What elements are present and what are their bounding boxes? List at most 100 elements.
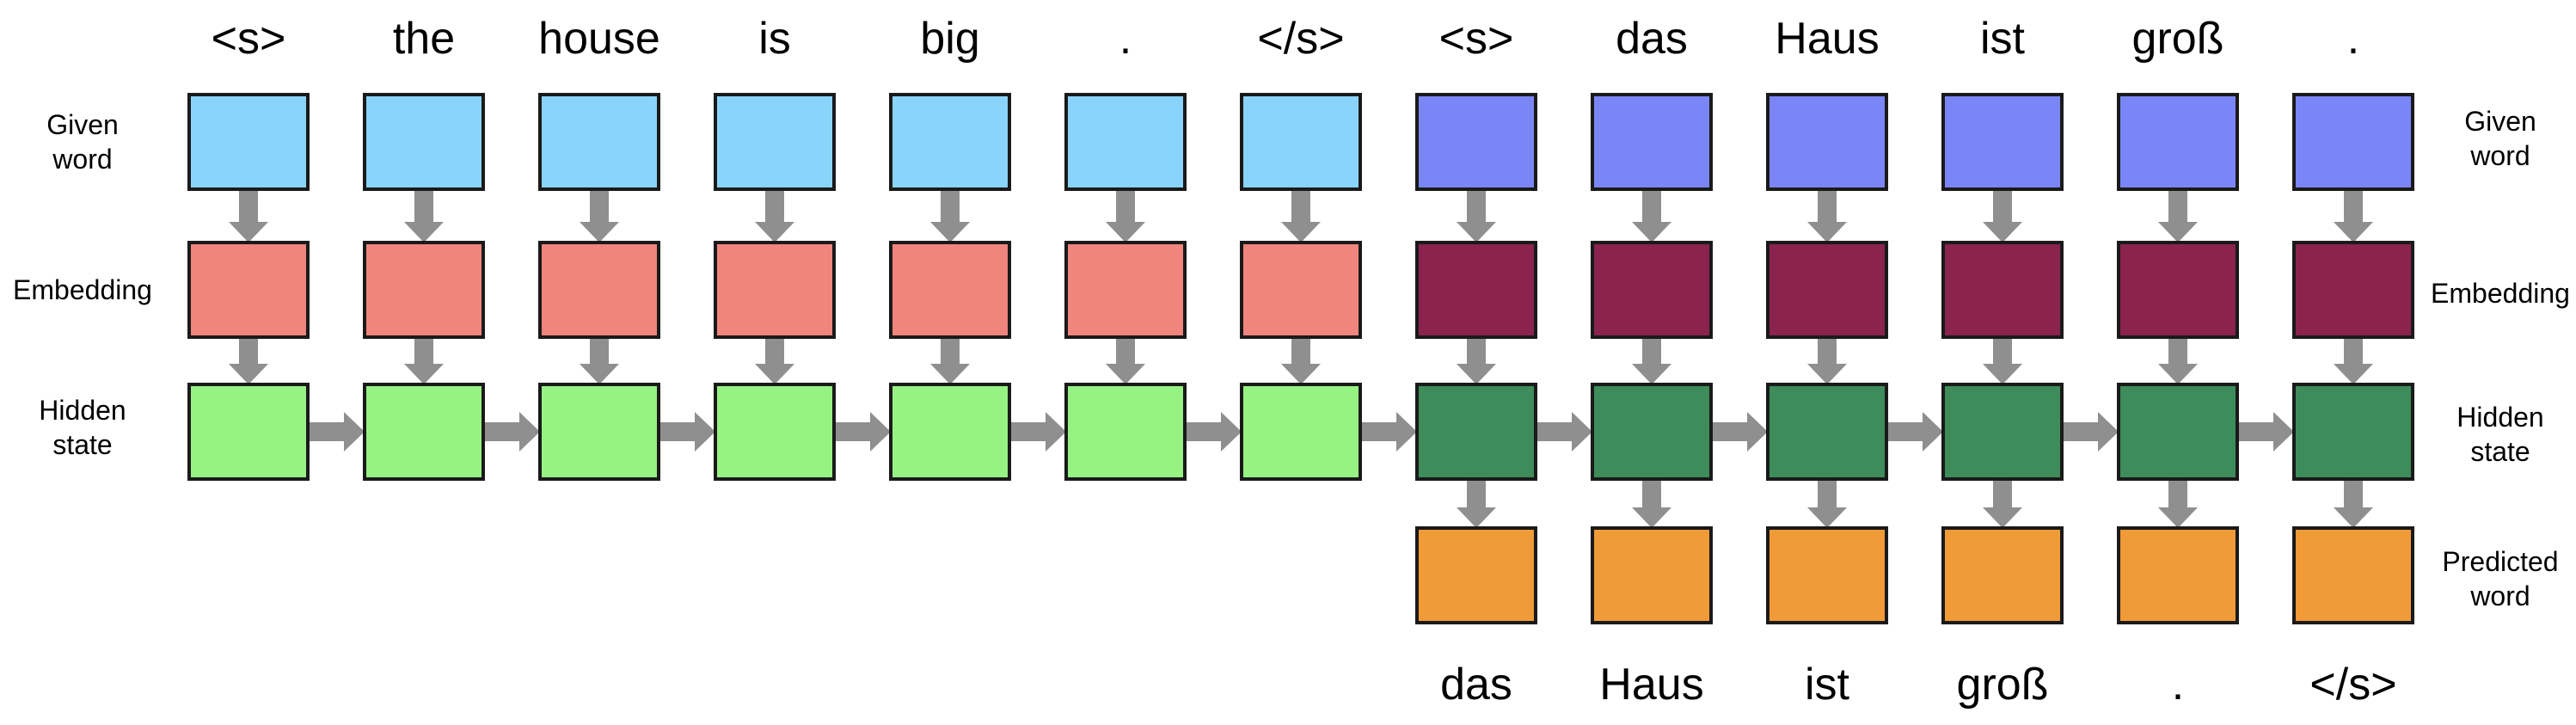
decoder-embedding-box (2292, 241, 2414, 339)
down-arrow (1281, 337, 1321, 384)
decoder-given-word-box (1766, 93, 1888, 191)
down-arrow (1632, 189, 1671, 243)
down-arrow (404, 337, 444, 384)
down-arrow (1457, 189, 1496, 243)
decoder-hidden-state-box (1415, 383, 1537, 481)
encoder-token: . (1119, 14, 1132, 64)
decoder-given-word-box (2117, 93, 2239, 191)
decoder-hidden-state-box (2117, 383, 2239, 481)
right-arrow (1009, 412, 1066, 452)
arrows-layer (229, 189, 2373, 528)
boxes-layer (187, 93, 2414, 624)
decoder-given-word-box (2292, 93, 2414, 191)
predicted-word-box (1591, 526, 1713, 624)
decoder-hidden-state-box (2292, 383, 2414, 481)
down-arrow (1632, 337, 1671, 384)
down-arrow (2334, 479, 2373, 528)
right-arrow (1711, 412, 1768, 452)
encoder-embedding-box (187, 241, 310, 339)
right-arrow (1536, 412, 1592, 452)
decoder-token: das (1616, 14, 1688, 64)
down-arrow (930, 337, 970, 384)
down-arrow (1106, 337, 1145, 384)
down-arrow (1983, 479, 2022, 528)
down-arrow (1281, 189, 1321, 243)
encoder-hidden-state-box (714, 383, 836, 481)
row-label-given-word: Given (46, 109, 119, 140)
right-arrow (308, 412, 365, 452)
down-arrow (1632, 479, 1671, 528)
decoder-embedding-box (1941, 241, 2064, 339)
encoder-hidden-state-box (1240, 383, 1362, 481)
down-arrow (755, 189, 794, 243)
right-arrow (2237, 412, 2294, 452)
down-arrow (229, 189, 268, 243)
encoder-embedding-box (1064, 241, 1187, 339)
encoder-given-word-box (714, 93, 836, 191)
row-label-predicted-word: Predicted (2442, 546, 2558, 577)
down-arrow (580, 337, 619, 384)
down-arrow (1457, 479, 1496, 528)
down-arrow (755, 337, 794, 384)
encoder-embedding-box (538, 241, 660, 339)
row-label-embedding: Embedding (13, 274, 152, 305)
right-arrow (1360, 412, 1417, 452)
encoder-embedding-box (1240, 241, 1362, 339)
down-arrow (229, 337, 268, 384)
right-arrow (834, 412, 891, 452)
down-arrow (2158, 479, 2198, 528)
row-label-hidden-state: Hidden (2456, 402, 2543, 433)
decoder-given-word-box (1591, 93, 1713, 191)
encoder-token: <s> (212, 14, 286, 64)
down-arrow (1983, 189, 2022, 243)
decoder-embedding-box (2117, 241, 2239, 339)
encoder-embedding-box (714, 241, 836, 339)
decoder-embedding-box (1415, 241, 1537, 339)
down-arrow (1807, 189, 1847, 243)
encoder-hidden-state-box (1064, 383, 1187, 481)
predicted-word-box (2117, 526, 2239, 624)
decoder-token: <s> (1439, 14, 1514, 64)
decoder-token: groß (2132, 14, 2224, 64)
predicted-word-box (1941, 526, 2064, 624)
row-label-hidden-state: state (2470, 436, 2530, 467)
encoder-hidden-state-box (363, 383, 485, 481)
encoder-token: is (758, 14, 791, 64)
encoder-embedding-box (889, 241, 1011, 339)
right-arrow (1185, 412, 1242, 452)
predicted-token: groß (1957, 660, 2049, 710)
encoder-hidden-state-box (187, 383, 310, 481)
encoder-given-word-box (1064, 93, 1187, 191)
encoder-given-word-box (538, 93, 660, 191)
encoder-hidden-state-box (538, 383, 660, 481)
encoder-token: big (920, 14, 979, 64)
row-label-given-word: Given (2464, 106, 2536, 137)
decoder-token: ist (1980, 14, 2026, 64)
predicted-token: das (1440, 660, 1512, 710)
down-arrow (2158, 189, 2198, 243)
decoder-given-word-box (1941, 93, 2064, 191)
predicted-word-box (1415, 526, 1537, 624)
row-label-hidden-state: state (52, 429, 112, 460)
down-arrow (580, 189, 619, 243)
predicted-token: Haus (1599, 660, 1703, 710)
encoder-hidden-state-box (889, 383, 1011, 481)
decoder-hidden-state-box (1591, 383, 1713, 481)
row-label-hidden-state: Hidden (39, 395, 126, 426)
down-arrow (2334, 189, 2373, 243)
predicted-token: </s> (2309, 660, 2396, 710)
row-label-given-word: word (52, 144, 112, 175)
encoder-token: house (538, 14, 660, 64)
down-arrow (404, 189, 444, 243)
down-arrow (2158, 337, 2198, 384)
predicted-token: . (2172, 660, 2184, 710)
encoder-given-word-box (1240, 93, 1362, 191)
down-arrow (1807, 479, 1847, 528)
predicted-word-box (1766, 526, 1888, 624)
down-arrow (1106, 189, 1145, 243)
encoder-given-word-box (889, 93, 1011, 191)
encoder-token: the (393, 14, 455, 64)
decoder-embedding-box (1766, 241, 1888, 339)
row-label-given-word: word (2469, 140, 2530, 171)
